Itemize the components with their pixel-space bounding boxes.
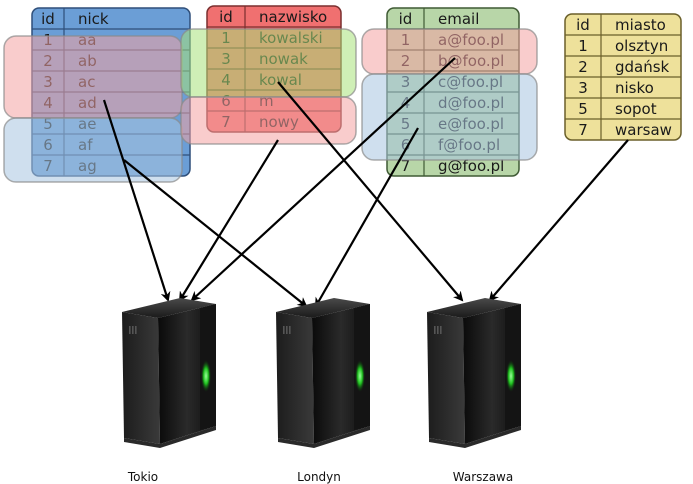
server-londyn xyxy=(276,298,370,448)
server-warszawa-base xyxy=(429,426,521,448)
server-warszawa-vent xyxy=(440,326,442,334)
shard-highlight-email-red xyxy=(361,28,538,75)
miasto-table-cell-id: 7 xyxy=(578,121,588,139)
server-warszawa-front xyxy=(427,312,465,444)
email-table-header-id: id xyxy=(399,10,413,28)
server-tokio-led-icon xyxy=(201,360,211,392)
shard-highlight-naz-red xyxy=(180,96,357,145)
nazwisko-table-header-value: nazwisko xyxy=(259,8,327,26)
miasto-table: id miasto 1 olsztyn 2 gdańsk 3 nisko 5 sopot 7 wars… xyxy=(564,13,682,141)
server-londyn-vent xyxy=(286,326,288,334)
server-londyn-vent xyxy=(283,326,285,334)
arrow-nick-red-to-tokio xyxy=(102,99,171,302)
arrow-email-blue-to-londyn xyxy=(315,127,419,308)
server-label-tokio: Tokio xyxy=(127,470,158,484)
server-warszawa-led-icon xyxy=(506,360,516,392)
miasto-table-cell-id: 1 xyxy=(578,37,588,55)
arrow-nick-blue-to-londyn xyxy=(123,159,308,308)
server-label-warszawa: Warszawa xyxy=(453,470,513,484)
shard-highlight-naz-green xyxy=(180,28,357,98)
miasto-table-cell-id: 3 xyxy=(578,79,588,97)
server-warszawa-vent xyxy=(434,326,436,334)
miasto-table-cell-value: warsaw xyxy=(615,121,672,139)
server-tokio-top xyxy=(122,298,216,318)
server-tokio-base xyxy=(124,426,216,448)
highlights-layer xyxy=(3,28,538,183)
shard-highlight-email-blue xyxy=(361,73,538,161)
email-table-cell-id: 7 xyxy=(401,157,411,175)
server-tokio xyxy=(122,298,216,448)
server-londyn-top xyxy=(276,298,370,318)
arrows-layer xyxy=(102,57,629,308)
nazwisko-table-header-id: id xyxy=(219,8,233,26)
miasto-table-header-id: id xyxy=(576,16,590,34)
server-londyn-vent xyxy=(289,326,291,334)
server-warszawa-top xyxy=(427,298,521,318)
server-tokio-vent xyxy=(129,326,131,334)
server-tokio-front xyxy=(122,312,160,444)
shard-highlight-nick-red xyxy=(3,35,183,119)
server-label-londyn: Londyn xyxy=(297,470,341,484)
shard-highlight-nick-blue xyxy=(3,117,183,183)
miasto-table-cell-value: sopot xyxy=(615,100,657,118)
miasto-table-cell-id: 2 xyxy=(578,58,588,76)
labels-layer: Tokio Londyn Warszawa xyxy=(127,470,513,484)
server-londyn-front xyxy=(276,312,314,444)
arrow-email-red-to-tokio xyxy=(190,57,456,302)
miasto-table-cell-value: olsztyn xyxy=(615,37,668,55)
arrow-naz-green-to-warszawa xyxy=(277,81,464,302)
email-table-cell-value: g@foo.pl xyxy=(438,157,504,175)
arrow-miasto-to-warszawa xyxy=(488,139,629,302)
server-warszawa-vent xyxy=(437,326,439,334)
miasto-table-cell-value: nisko xyxy=(615,79,654,97)
miasto-table-cell-value: gdańsk xyxy=(615,58,670,76)
server-londyn-led-icon xyxy=(355,360,365,392)
servers-layer xyxy=(122,298,521,448)
server-londyn-base xyxy=(278,426,370,448)
arrow-naz-red-to-tokio xyxy=(178,139,279,302)
server-tokio-vent xyxy=(135,326,137,334)
email-table-header-value: email xyxy=(438,10,479,28)
miasto-table-header-value: miasto xyxy=(615,16,666,34)
server-tokio-vent xyxy=(132,326,134,334)
miasto-table-cell-id: 5 xyxy=(578,100,588,118)
nick-table-header-value: nick xyxy=(78,10,109,28)
nick-table-header-id: id xyxy=(41,10,55,28)
server-warszawa xyxy=(427,298,521,448)
